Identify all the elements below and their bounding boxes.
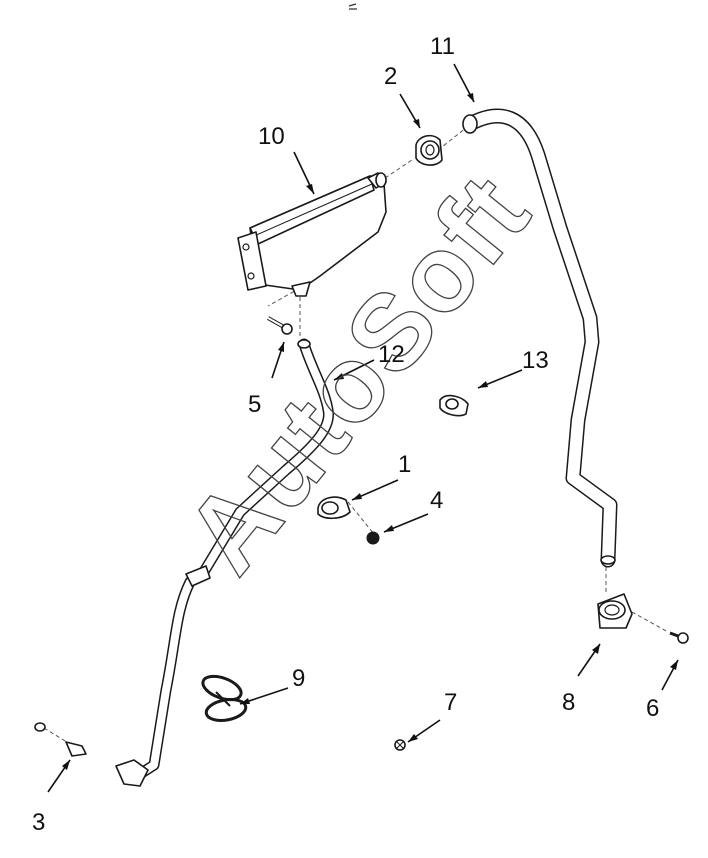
nut <box>366 531 380 545</box>
oil-cooler <box>237 172 387 297</box>
hose-fitting <box>34 722 87 757</box>
bracket-clamp <box>597 593 633 629</box>
callout-12: 12 <box>378 341 405 368</box>
callout-11: 11 <box>430 33 455 60</box>
callout-2: 2 <box>384 63 397 90</box>
coolant-tube <box>462 108 618 568</box>
callout-3: 3 <box>32 809 45 836</box>
callout-6: 6 <box>646 695 659 722</box>
bolt-bracket <box>669 631 689 644</box>
callout-13: 13 <box>522 347 549 374</box>
callout-8: 8 <box>562 689 575 716</box>
callout-1: 1 <box>398 451 411 478</box>
callout-7: 7 <box>444 689 457 716</box>
spring-clamp <box>201 674 248 722</box>
small-nut <box>394 739 406 751</box>
clip <box>439 394 469 417</box>
callout-4: 4 <box>430 487 443 514</box>
bolt-cooler <box>267 316 293 335</box>
callout-9: 9 <box>292 665 305 692</box>
hose-clamp-top <box>415 134 443 166</box>
callout-5: 5 <box>248 391 261 418</box>
leader-lines <box>47 63 679 793</box>
callout-10: 10 <box>258 123 285 150</box>
hose-clamp <box>317 496 351 520</box>
top-mark <box>348 3 357 10</box>
oil-hose <box>115 338 334 787</box>
assembly-guide-lines <box>43 127 669 745</box>
